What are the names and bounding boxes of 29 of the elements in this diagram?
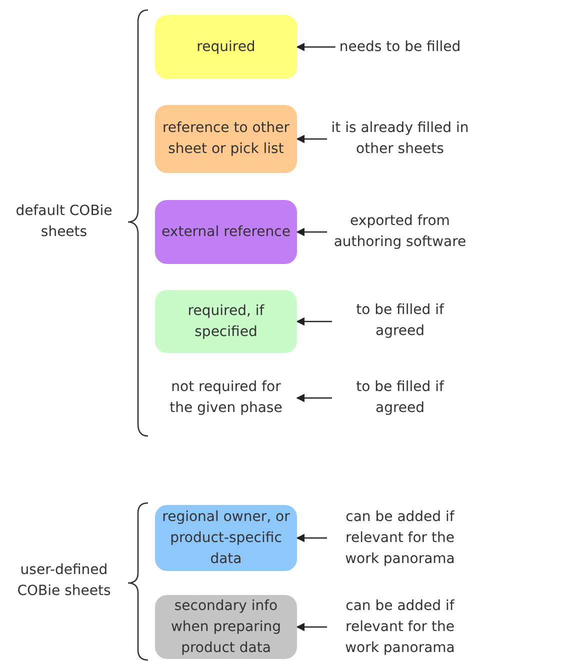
description-text: needs to be filled xyxy=(339,38,461,56)
description-text: it is already filled in other sheets xyxy=(331,119,469,159)
box-label: reference to other sheet or pick list xyxy=(161,119,291,159)
group-label: user-defined COBie sheets xyxy=(16,561,112,601)
description-text: to be filled if agreed xyxy=(355,378,446,418)
description-text: can be added if relevant for the work panorama xyxy=(344,508,456,568)
category-box xyxy=(155,105,297,173)
arrow xyxy=(296,534,327,542)
arrow xyxy=(296,42,336,52)
arrow xyxy=(296,622,327,632)
description-text: exported from authoring software xyxy=(332,212,468,252)
box-label: secondary info when preparing product data xyxy=(170,596,282,658)
description-text: not required for the given phase xyxy=(168,378,284,418)
description-text: can be added if relevant for the work panorama xyxy=(344,596,456,658)
category-box xyxy=(155,200,297,264)
category-box xyxy=(155,505,297,571)
arrow xyxy=(296,228,327,236)
category-box xyxy=(155,595,297,659)
category-box xyxy=(155,290,297,353)
category-box xyxy=(155,15,297,79)
box-label: regional owner, or product-specific data xyxy=(161,508,291,568)
arrow xyxy=(296,134,327,144)
description-text: to be filled if agreed xyxy=(355,301,446,341)
box-label: required xyxy=(196,38,256,56)
arrow xyxy=(296,317,332,326)
arrow xyxy=(296,394,332,402)
group-label: default COBie sheets xyxy=(14,202,114,242)
box-label: required, if specified xyxy=(186,302,266,342)
box-label: external reference xyxy=(162,222,290,242)
